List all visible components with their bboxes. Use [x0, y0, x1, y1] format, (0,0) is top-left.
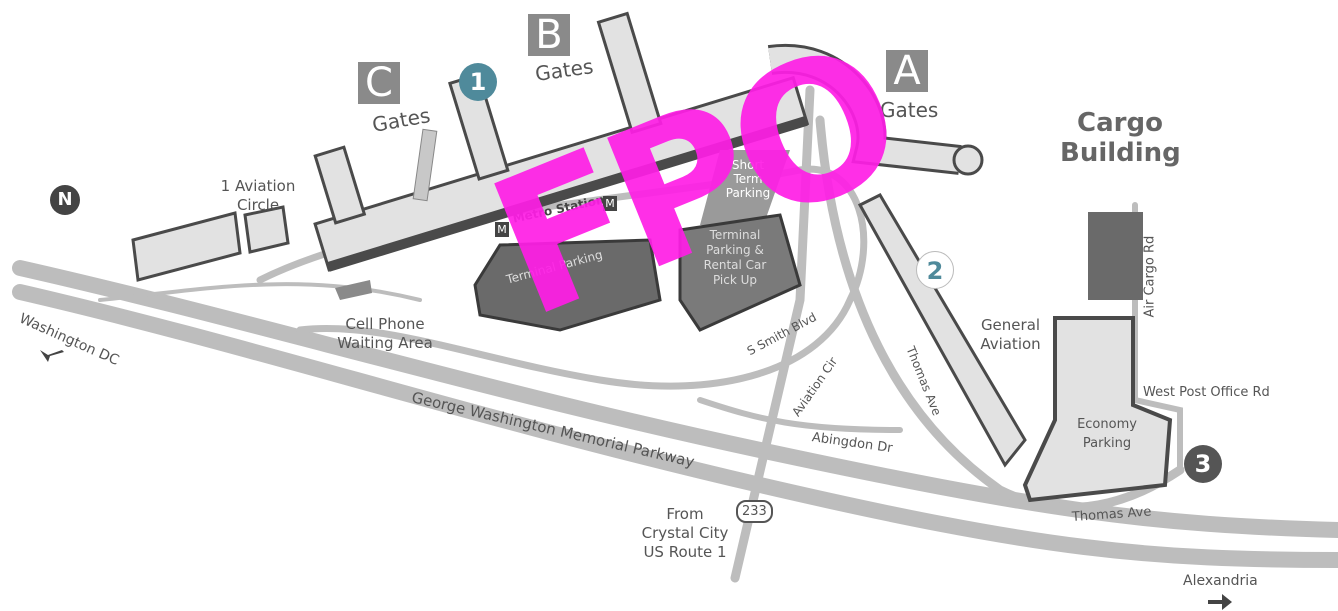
economy-parking-lot	[1022, 316, 1173, 503]
general-aviation-label: General Aviation	[980, 316, 1041, 353]
alexandria-arrow-icon	[1208, 594, 1232, 610]
parkway-north-lane	[12, 260, 1338, 538]
cell-phone-label: Cell Phone Waiting Area	[337, 315, 433, 352]
terminal-parking-bc	[473, 238, 662, 332]
terminal-parking-a	[678, 213, 802, 332]
aviation-road	[98, 282, 422, 302]
terminal-parking-a-label: Terminal Parking & Rental Car Pick Up	[703, 228, 767, 287]
marker-2[interactable]: 2	[916, 251, 954, 289]
control-tower	[412, 128, 438, 202]
aviation-circle-buildings	[131, 205, 290, 282]
air-cargo-rd-label: Air Cargo Rd	[1142, 235, 1158, 318]
short-term-parking	[700, 150, 790, 235]
metro-icon: M	[495, 222, 509, 237]
air-cargo-road	[1132, 202, 1183, 473]
general-aviation-building	[857, 193, 1027, 468]
gate-a-label: Gates	[880, 98, 939, 122]
from-crystal-city-label: From Crystal City US Route 1	[641, 505, 729, 561]
economy-parking-label: Economy Parking	[1077, 417, 1137, 451]
gate-a-badge: A	[886, 50, 928, 92]
washington-dc-arrow-icon	[40, 350, 64, 362]
route-1	[730, 85, 815, 583]
metro-icon-2: M	[603, 196, 617, 211]
cargo-building-label: Cargo Building	[1060, 108, 1181, 168]
marker-3[interactable]: 3	[1184, 445, 1222, 483]
terminal-building	[313, 11, 810, 272]
short-term-parking-label: Short Term Parking	[725, 158, 771, 200]
aviation-cir-road	[697, 397, 903, 433]
west-post-office-rd-label: West Post Office Rd	[1143, 385, 1270, 400]
terminal-loop	[256, 165, 868, 390]
alexandria-label: Alexandria	[1183, 573, 1258, 589]
cargo-building	[1088, 212, 1143, 300]
route-233-shield: 233	[736, 500, 773, 523]
north-arrow-icon: N	[50, 185, 80, 215]
gate-c-badge: C	[358, 62, 400, 104]
cell-phone-lot	[335, 280, 372, 300]
parkway-south-lane	[12, 284, 1338, 568]
gate-b-badge: B	[528, 14, 570, 56]
aviation-circle-label: 1 Aviation Circle	[220, 177, 296, 214]
thomas-ave-road	[815, 115, 1185, 512]
marker-1[interactable]: 1	[459, 63, 497, 101]
